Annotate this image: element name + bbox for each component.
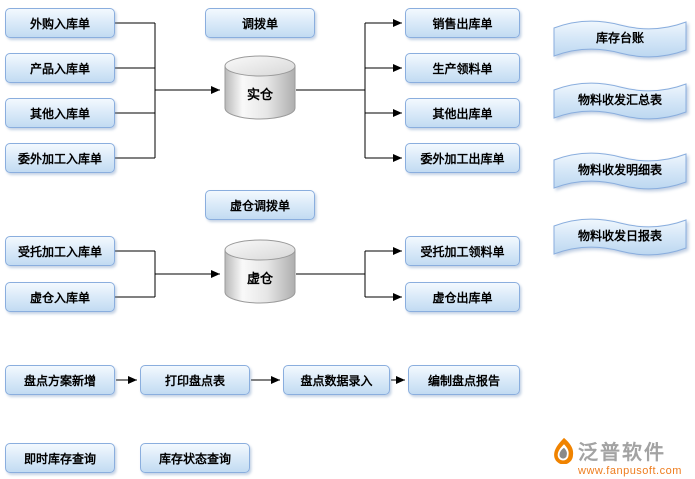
node-print-count-sheet: 打印盘点表 — [140, 365, 250, 395]
node-sales-outbound: 销售出库单 — [405, 8, 520, 38]
node-outsource-inbound: 委外加工入库单 — [5, 143, 115, 173]
wave-shape — [553, 20, 687, 58]
wave-shape — [553, 82, 687, 120]
report-material-summary: 物料收发汇总表 — [550, 78, 690, 124]
node-other-outbound: 其他出库单 — [405, 98, 520, 128]
node-count-report: 编制盘点报告 — [408, 365, 520, 395]
node-outsource-outbound: 委外加工出库单 — [405, 143, 520, 173]
node-product-inbound: 产品入库单 — [5, 53, 115, 83]
node-count-plan-new: 盘点方案新增 — [5, 365, 115, 395]
node-realtime-stock-query: 即时库存查询 — [5, 443, 115, 473]
node-entrusted-inbound: 受托加工入库单 — [5, 236, 115, 266]
report-label: 物料收发汇总表 — [577, 92, 662, 107]
node-count-data-entry: 盘点数据录入 — [283, 365, 390, 395]
cylinder-shape — [224, 55, 296, 120]
flame-icon — [554, 437, 574, 464]
report-label: 物料收发明细表 — [577, 162, 662, 177]
node-transfer-order: 调拨单 — [205, 8, 315, 38]
node-virtual-outbound: 虚仓出库单 — [405, 282, 520, 312]
node-virtual-transfer: 虚仓调拨单 — [205, 190, 315, 220]
real-warehouse-cylinder: 实仓 — [222, 54, 298, 122]
warehouse-label: 虚仓 — [246, 271, 273, 286]
wave-shape — [553, 152, 687, 190]
report-label: 物料收发日报表 — [577, 228, 662, 243]
node-entrusted-requisition: 受托加工领料单 — [405, 236, 520, 266]
brand-row: 泛普软件 — [552, 436, 695, 465]
node-virtual-inbound: 虚仓入库单 — [5, 282, 115, 312]
report-inventory-ledger: 库存台账 — [550, 16, 690, 62]
report-material-daily: 物料收发日报表 — [550, 214, 690, 260]
warehouse-label: 实仓 — [246, 87, 273, 102]
brand-logo: 泛普软件 www.fanpusoft.com — [552, 436, 695, 477]
report-label: 库存台账 — [595, 30, 644, 45]
node-other-inbound: 其他入库单 — [5, 98, 115, 128]
brand-name: 泛普软件 — [578, 442, 666, 464]
node-stock-status-query: 库存状态查询 — [140, 443, 250, 473]
wave-shape — [553, 218, 687, 256]
node-purchase-inbound: 外购入库单 — [5, 8, 115, 38]
virtual-warehouse-cylinder: 虚仓 — [222, 238, 298, 306]
report-material-detail: 物料收发明细表 — [550, 148, 690, 194]
brand-url: www.fanpusoft.com — [578, 465, 682, 477]
node-production-requisition: 生产领料单 — [405, 53, 520, 83]
cylinder-shape — [224, 239, 296, 304]
